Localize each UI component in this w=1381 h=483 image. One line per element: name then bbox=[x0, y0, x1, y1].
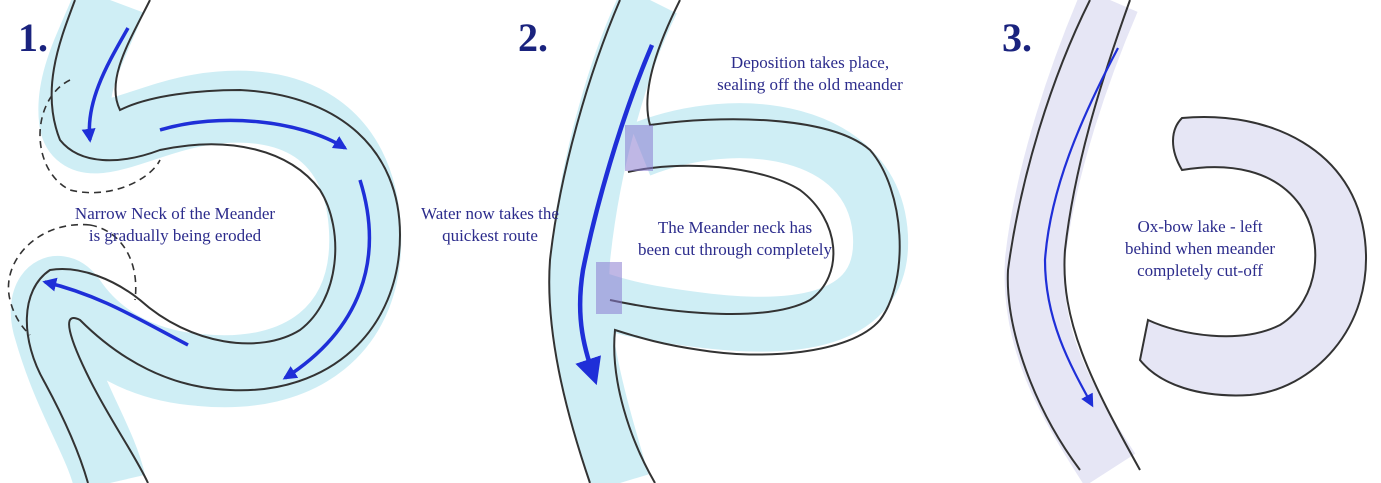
panel-2-deposit-lower bbox=[596, 262, 622, 314]
label-neck-cut-through: The Meander neck has been cut through co… bbox=[610, 217, 860, 261]
step-number-3: 3. bbox=[1002, 18, 1032, 58]
label-oxbow-lake: Ox-bow lake - left behind when meander c… bbox=[1090, 216, 1310, 282]
step-number-2: 2. bbox=[518, 18, 548, 58]
step-number-1: 1. bbox=[18, 18, 48, 58]
label-narrow-neck: Narrow Neck of the Meander is gradually … bbox=[30, 203, 320, 247]
panel-2-deposit-upper bbox=[625, 125, 653, 171]
label-quickest-route: Water now takes the quickest route bbox=[395, 203, 585, 247]
label-deposition: Deposition takes place, sealing off the … bbox=[680, 52, 940, 96]
